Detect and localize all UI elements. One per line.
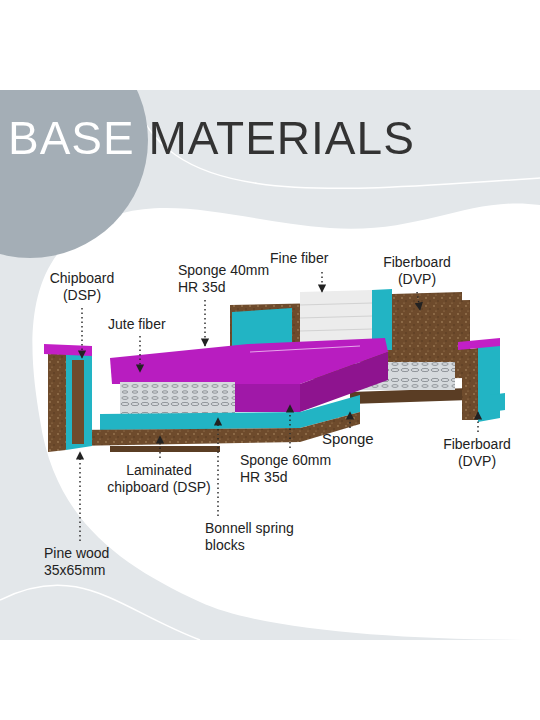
part-label: Fiberboard (DVP) <box>432 436 522 470</box>
part-label: Sponge <box>322 430 392 447</box>
part-label: Sponge 40mm HR 35d <box>178 262 274 296</box>
page-title: BASE MATERIALS <box>8 112 415 164</box>
fiber-lines <box>300 303 372 344</box>
sponge-panel <box>66 346 92 450</box>
leader-line <box>289 405 290 448</box>
pine-beam <box>72 360 84 444</box>
leader-line <box>79 452 80 541</box>
white-blob <box>32 203 540 640</box>
fiberboard-panel <box>462 348 478 420</box>
chipboard-end <box>48 346 66 452</box>
magenta-cap <box>44 344 92 356</box>
part-label: Laminated chipboard (DSP) <box>100 462 218 496</box>
part-label: Fine fiber <box>270 250 360 267</box>
leader-line <box>417 292 420 310</box>
pine-slat <box>110 446 220 452</box>
leader-line <box>217 418 218 516</box>
deco-curve <box>0 585 200 640</box>
part-label: Bonnell spring blocks <box>205 520 297 554</box>
spring-block <box>120 382 235 414</box>
part-label: Sponge 60mm HR 35d <box>240 452 336 486</box>
part-label: Pine wood 35x65mm <box>44 545 136 579</box>
laminated-board <box>70 412 360 446</box>
leader-line <box>81 308 82 358</box>
leader-line <box>349 412 350 428</box>
part-label: Fiberboard (DVP) <box>372 254 462 288</box>
leader-line <box>321 272 322 292</box>
seam-line <box>250 346 360 352</box>
sponge-front <box>235 384 300 412</box>
leader-line <box>139 336 140 372</box>
leader-line <box>204 300 205 346</box>
fiberboard-panel <box>392 292 462 372</box>
leader-line <box>159 436 160 458</box>
sponge-block <box>490 393 505 412</box>
leader-line <box>477 412 478 432</box>
leaders <box>80 272 478 541</box>
magenta-cap <box>458 338 500 350</box>
part-label: Chipboard (DSP) <box>42 270 122 304</box>
base-board <box>350 388 470 404</box>
part-label: Jute fiber <box>108 316 188 333</box>
